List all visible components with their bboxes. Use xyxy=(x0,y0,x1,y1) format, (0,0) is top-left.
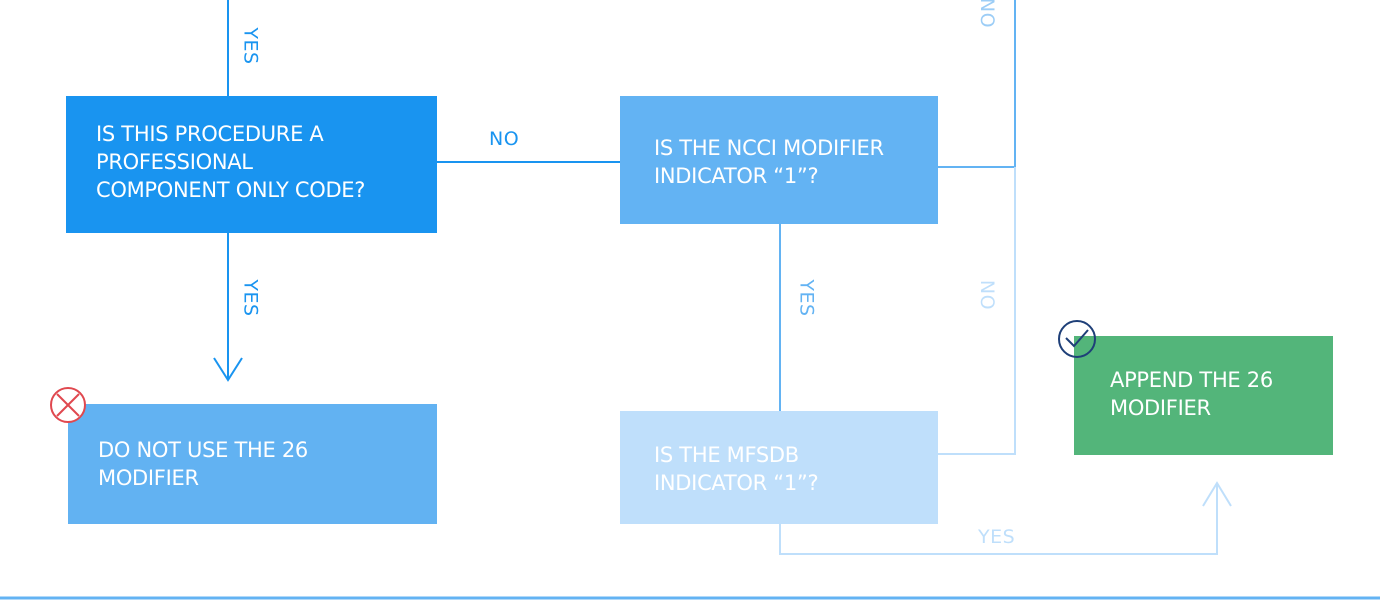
arrowhead-append xyxy=(1202,481,1232,507)
node-mfsdb-indicator-text: IS THE MFSDB INDICATOR “1”? xyxy=(654,443,819,495)
node-professional-component-text: IS THIS PROCEDURE A PROFESSIONAL COMPONE… xyxy=(96,122,366,202)
node-append: APPEND THE 26 MODIFIER xyxy=(1074,336,1333,455)
arrowhead-dont xyxy=(213,357,243,382)
cross-circle-icon xyxy=(50,387,86,423)
edge-label-yes-mfsdb-append: YES xyxy=(978,526,1016,548)
check-circle-icon xyxy=(1058,320,1096,358)
node-ncci-indicator: IS THE NCCI MODIFIER INDICATOR “1”? xyxy=(620,96,938,224)
connector-mfsdb-to-append xyxy=(779,483,1218,555)
node-do-not-use-text: DO NOT USE THE 26 MODIFIER xyxy=(98,438,308,490)
edge-label-yes-top: YES xyxy=(239,27,262,65)
node-do-not-use: DO NOT USE THE 26 MODIFIER xyxy=(68,404,437,524)
node-append-text: APPEND THE 26 MODIFIER xyxy=(1110,368,1273,420)
edge-label-yes-pc-dont: YES xyxy=(239,279,262,317)
connector-mfsdb-no-up xyxy=(938,167,1016,455)
edge-label-no-mfsdb-up: NO xyxy=(976,279,999,311)
edge-label-yes-ncci-mfsdb: YES xyxy=(795,279,818,317)
node-professional-component: IS THIS PROCEDURE A PROFESSIONAL COMPONE… xyxy=(66,96,437,233)
node-ncci-indicator-text: IS THE NCCI MODIFIER INDICATOR “1”? xyxy=(654,136,884,188)
node-mfsdb-indicator: IS THE MFSDB INDICATOR “1”? xyxy=(620,411,938,524)
edge-label-no-ncci-up: NO xyxy=(976,0,999,29)
edge-label-no-pc-ncci: NO xyxy=(489,128,520,150)
